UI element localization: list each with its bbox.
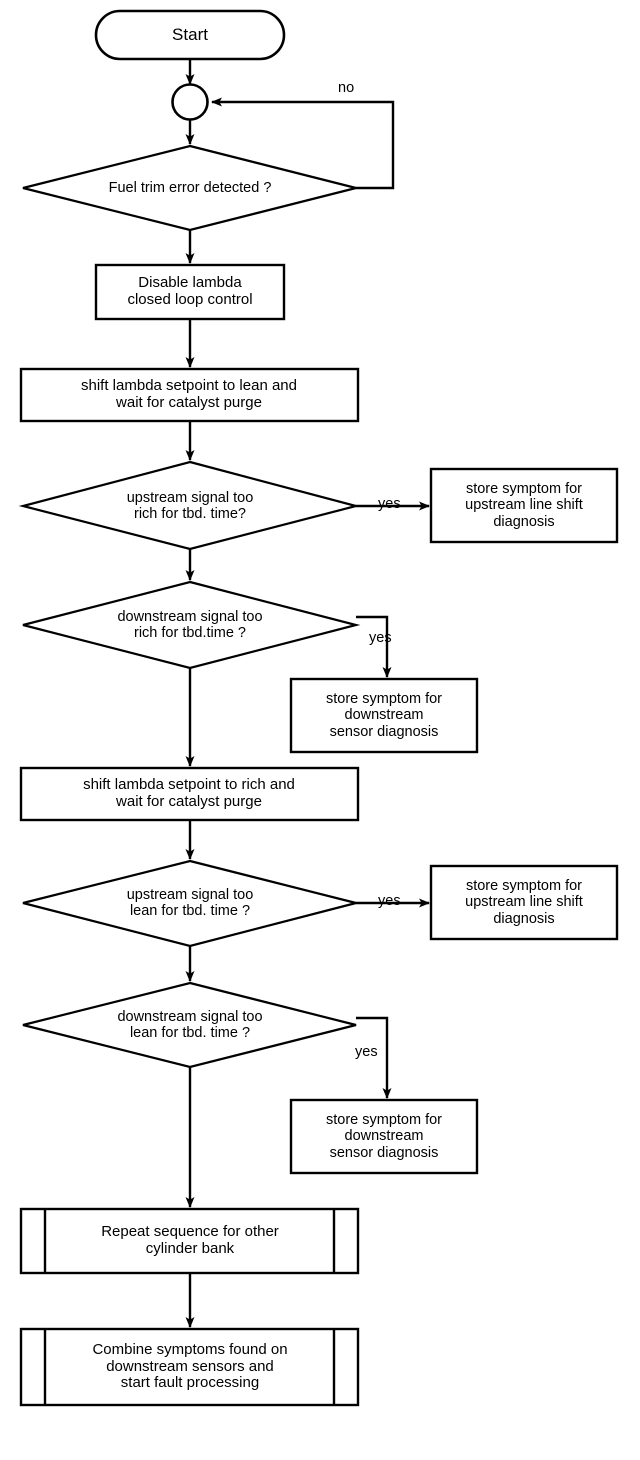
node-shift-lean-shape — [19, 367, 360, 423]
node-decision-upstream-lean-shape — [22, 859, 357, 948]
node-combine-symptoms-shape — [19, 1327, 360, 1407]
node-decision-fuel-trim-shape — [22, 144, 357, 232]
node-decision-upstream-rich-shape — [18, 460, 361, 551]
node-decision-downstream-lean-shape — [22, 981, 357, 1069]
node-start-shape — [94, 9, 286, 61]
node-repeat-sequence-shape — [19, 1207, 360, 1275]
edge-decision-downstream-rich-yes — [356, 615, 392, 678]
node-store-upstream-lean-shape — [429, 864, 619, 941]
edge-decision-downstream-lean-yes — [356, 1016, 392, 1099]
node-store-downstream-rich-shape — [289, 677, 479, 754]
node-store-upstream-rich-shape — [429, 467, 619, 544]
node-shift-rich-shape — [19, 766, 360, 822]
node-store-downstream-lean-shape — [289, 1098, 479, 1175]
edge-no-loop-back — [211, 97, 395, 190]
node-connector-shape — [171, 83, 209, 121]
node-decision-downstream-rich-shape — [22, 580, 361, 670]
node-disable-lambda-shape — [94, 263, 286, 321]
